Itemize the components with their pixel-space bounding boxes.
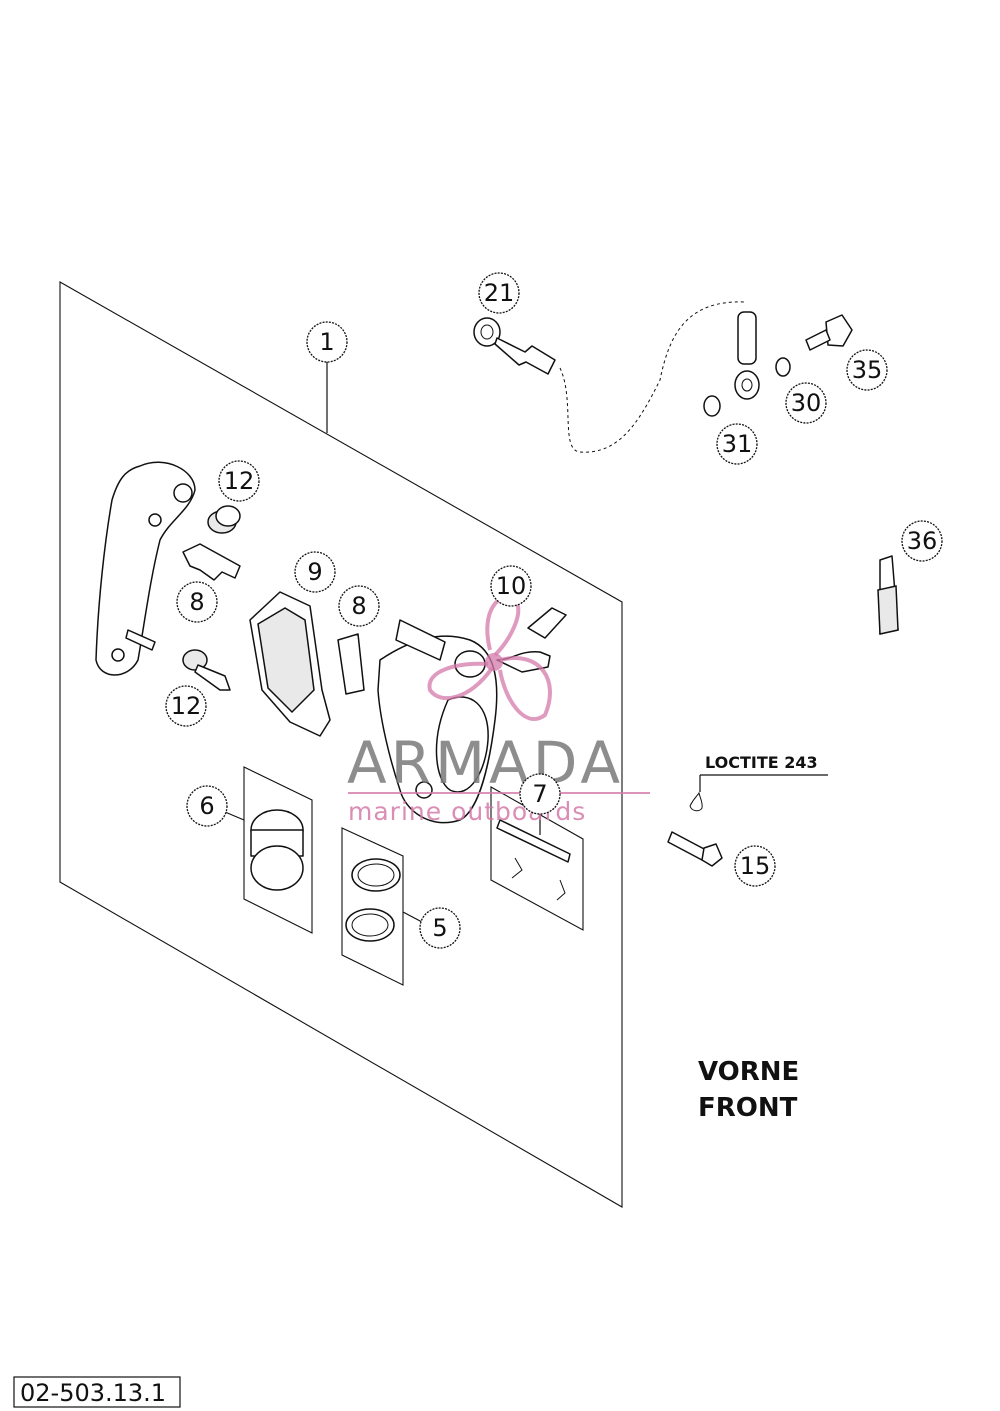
caliper-kit-frame <box>59 281 623 1208</box>
watermark-brand: ARMADA <box>347 729 624 797</box>
svg-text:7: 7 <box>532 780 547 808</box>
bolt-15 <box>667 791 723 867</box>
callout-15: 15 <box>734 845 776 887</box>
svg-text:8: 8 <box>351 592 366 620</box>
svg-text:36: 36 <box>907 527 938 555</box>
direction-label-front: FRONT <box>698 1093 798 1123</box>
svg-text:9: 9 <box>307 558 322 586</box>
svg-text:12: 12 <box>171 692 202 720</box>
svg-text:21: 21 <box>484 279 515 307</box>
callout-1: 1 <box>306 321 348 363</box>
brake-pad-9 <box>249 591 331 737</box>
callout-12-top: 12 <box>218 460 260 502</box>
loctite-label: LOCTITE 243 <box>705 753 818 772</box>
callout-6: 6 <box>186 785 228 827</box>
loctite-tube-36 <box>877 555 899 635</box>
svg-text:10: 10 <box>496 572 527 600</box>
callout-30: 30 <box>785 382 827 424</box>
banjo-bolt-35 <box>805 314 853 351</box>
svg-text:12: 12 <box>224 467 255 495</box>
callout-31: 31 <box>716 423 758 465</box>
callout-7: 7 <box>519 773 561 815</box>
pad-clip-8-right <box>337 633 365 695</box>
leader-6 <box>224 811 245 821</box>
slide-pins-7 <box>496 819 571 901</box>
callout-36: 36 <box>901 520 943 562</box>
callout-21: 21 <box>478 272 520 314</box>
svg-text:30: 30 <box>791 389 822 417</box>
svg-text:15: 15 <box>740 852 771 880</box>
pistons-6 <box>250 809 304 891</box>
svg-text:35: 35 <box>852 356 883 384</box>
brake-hose <box>559 301 746 453</box>
washer-31 <box>703 395 721 417</box>
svg-text:1: 1 <box>319 328 334 356</box>
svg-text:31: 31 <box>722 430 753 458</box>
direction-label-vorne: VORNE <box>698 1057 799 1087</box>
svg-text:5: 5 <box>432 914 447 942</box>
svg-text:6: 6 <box>199 792 214 820</box>
banjo-fitting-21 <box>473 317 556 375</box>
callout-5: 5 <box>419 907 461 949</box>
caliper-body <box>377 619 498 824</box>
pad-clip-8-left <box>182 543 241 581</box>
piston-kit-box-6 <box>243 766 313 934</box>
callout-10: 10 <box>490 565 532 607</box>
piston-seals-5 <box>345 858 401 942</box>
svg-text:8: 8 <box>189 588 204 616</box>
washer-30 <box>775 357 791 377</box>
document-id-box <box>13 1376 181 1408</box>
callout-35: 35 <box>846 349 888 391</box>
bushing-12-top <box>207 505 241 534</box>
callout-12-bottom: 12 <box>165 685 207 727</box>
seal-kit-box-5 <box>341 827 404 986</box>
caliper-bracket <box>95 461 196 676</box>
document-id: 02-503.13.1 <box>20 1379 166 1407</box>
leader-5 <box>402 911 423 923</box>
pin-kit-box-7 <box>490 786 584 931</box>
bushing-bolt-12-bottom <box>182 649 231 691</box>
callout-8-right: 8 <box>338 585 380 627</box>
banjo-fitting-caliper-end <box>734 311 760 400</box>
callout-8-left: 8 <box>176 581 218 623</box>
callout-9: 9 <box>294 551 336 593</box>
